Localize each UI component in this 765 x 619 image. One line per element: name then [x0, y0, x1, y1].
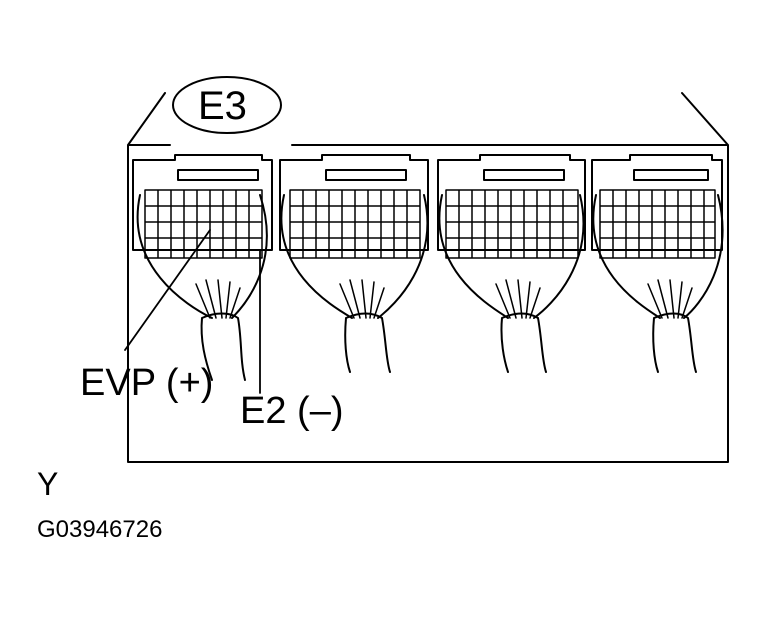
connector-4-latch [633, 169, 709, 181]
connector-id-label: E3 [198, 84, 247, 128]
connector-3-latch [483, 169, 565, 181]
connector-id-oval [172, 76, 282, 134]
connector-4-boot [592, 194, 724, 319]
connector-2-grid [289, 189, 421, 259]
connector-3-wires [495, 279, 541, 319]
connector-1-latch [177, 169, 259, 181]
connector-1-shell [132, 154, 273, 251]
connector-1-wires [195, 279, 241, 319]
connector-3-boot [438, 194, 585, 319]
connector-4-wires [647, 279, 693, 319]
connector-1 [132, 154, 273, 381]
connector-1-harness [200, 312, 246, 381]
connector-4 [591, 154, 724, 373]
connector-1-grid [144, 189, 263, 259]
terminal-label-e2: E2 (–) [240, 390, 344, 432]
connector-4-shell [591, 154, 723, 251]
connector-1-boot [136, 194, 268, 319]
connector-3 [437, 154, 586, 373]
terminal-label-evp: EVP (+) [80, 362, 214, 404]
connector-4-harness [652, 312, 697, 373]
view-letter: Y [37, 466, 59, 502]
connector-2-latch [325, 169, 407, 181]
connector-3-grid [445, 189, 579, 259]
connector-3-harness [500, 312, 547, 373]
leader-line-evp [124, 229, 211, 351]
connector-2-boot [280, 194, 429, 319]
connector-2-harness [344, 312, 391, 373]
ecu-housing-outline [127, 92, 729, 463]
figure-code: G03946726 [37, 516, 163, 543]
connector-4-grid [599, 189, 716, 259]
connector-2 [279, 154, 429, 373]
connector-3-shell [437, 154, 586, 251]
connector-2-wires [339, 279, 385, 319]
